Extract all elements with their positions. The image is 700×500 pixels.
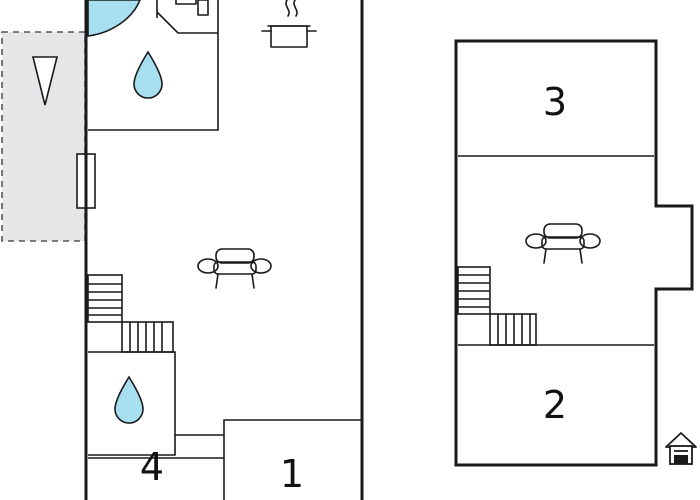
water-drop-icon: [133, 50, 163, 99]
room-number-2: 2: [543, 383, 567, 427]
room-number-1: 1: [280, 452, 304, 496]
room-number-4: 4: [140, 445, 164, 489]
water-drop-icon: [114, 375, 144, 424]
sofa-icon: [525, 223, 601, 264]
terrace: [1, 31, 96, 242]
upper-floor: 3 2: [454, 39, 697, 467]
stairs-icon: [87, 274, 174, 353]
triangle-marker-icon: [31, 56, 59, 106]
bath-tub-icon: [87, 0, 141, 37]
cooking-pot-icon: [261, 0, 317, 48]
ground-floor: 4 1: [84, 0, 364, 500]
house-entrance-icon: [665, 432, 697, 465]
room-number-3: 3: [543, 80, 567, 124]
sofa-icon: [197, 248, 272, 289]
toilet-icon: [156, 0, 218, 34]
stairs-icon: [457, 266, 537, 346]
